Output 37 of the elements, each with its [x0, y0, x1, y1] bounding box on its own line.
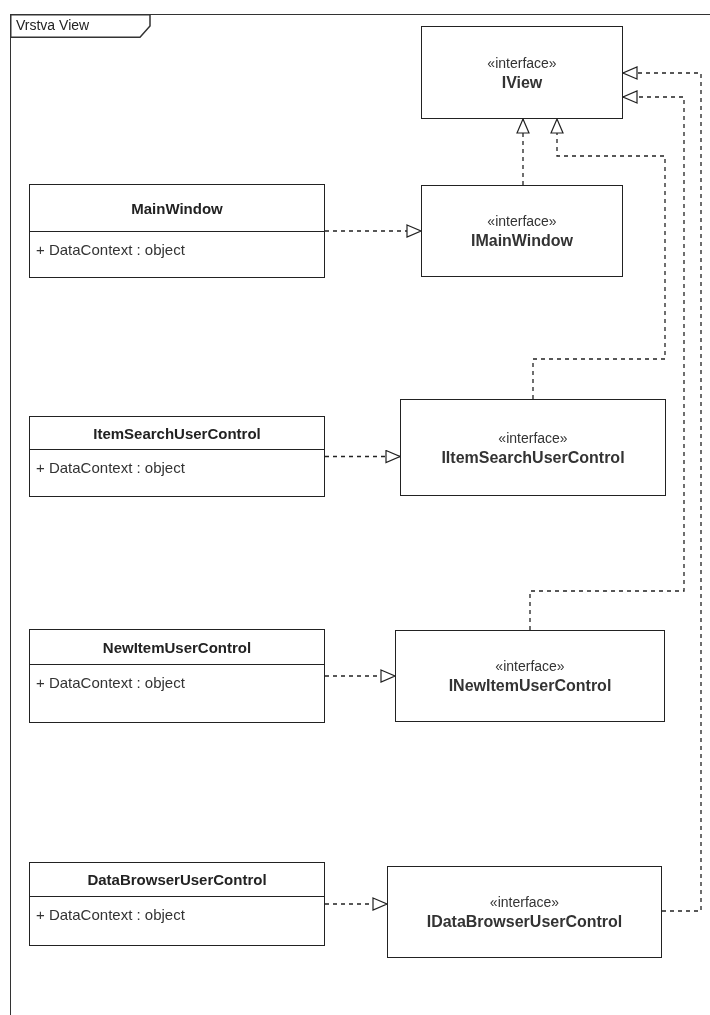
- stereotype-label: «interface»: [487, 212, 557, 231]
- package-frame: [10, 14, 710, 1015]
- stereotype-label: «interface»: [487, 53, 557, 73]
- stereotype-label: «interface»: [498, 428, 568, 448]
- class-attribute: + DataContext : object: [35, 458, 185, 476]
- interface-name: INewItemUserControl: [448, 676, 612, 696]
- interface-box: [421, 26, 623, 119]
- realization-arrow: [324, 449, 401, 464]
- class-attribute: + DataContext : object: [35, 240, 185, 258]
- class-box: [29, 862, 325, 946]
- interface-name: IView: [501, 72, 543, 93]
- realization-arrow: [324, 669, 396, 683]
- class-attribute: + DataContext : object: [35, 905, 185, 923]
- class-attribute: + DataContext : object: [35, 673, 185, 691]
- realization-arrow: [529, 90, 685, 631]
- class-box: [29, 629, 325, 723]
- frame-label: Vrstva View: [16, 17, 90, 33]
- interface-box: [395, 630, 665, 722]
- interface-name: IDataBrowserUserControl: [426, 912, 623, 932]
- class-name: MainWindow: [131, 199, 223, 217]
- class-name: ItemSearchUserControl: [93, 424, 261, 442]
- interface-box: [387, 866, 662, 958]
- interface-name: IItemSearchUserControl: [441, 447, 625, 468]
- realization-arrow: [516, 118, 530, 186]
- interface-name: IMainWindow: [470, 231, 574, 251]
- realization-arrow: [532, 118, 666, 400]
- realization-arrow: [324, 897, 388, 911]
- class-box: [29, 416, 325, 497]
- interface-box: [400, 399, 666, 496]
- class-name: DataBrowserUserControl: [87, 871, 267, 888]
- realization-arrow: [324, 224, 422, 238]
- class-name: NewItemUserControl: [102, 638, 252, 656]
- class-box: [29, 184, 325, 278]
- stereotype-label: «interface»: [489, 893, 560, 912]
- interface-box: [421, 185, 623, 277]
- stereotype-label: «interface»: [495, 657, 565, 676]
- realization-arrow: [622, 66, 702, 912]
